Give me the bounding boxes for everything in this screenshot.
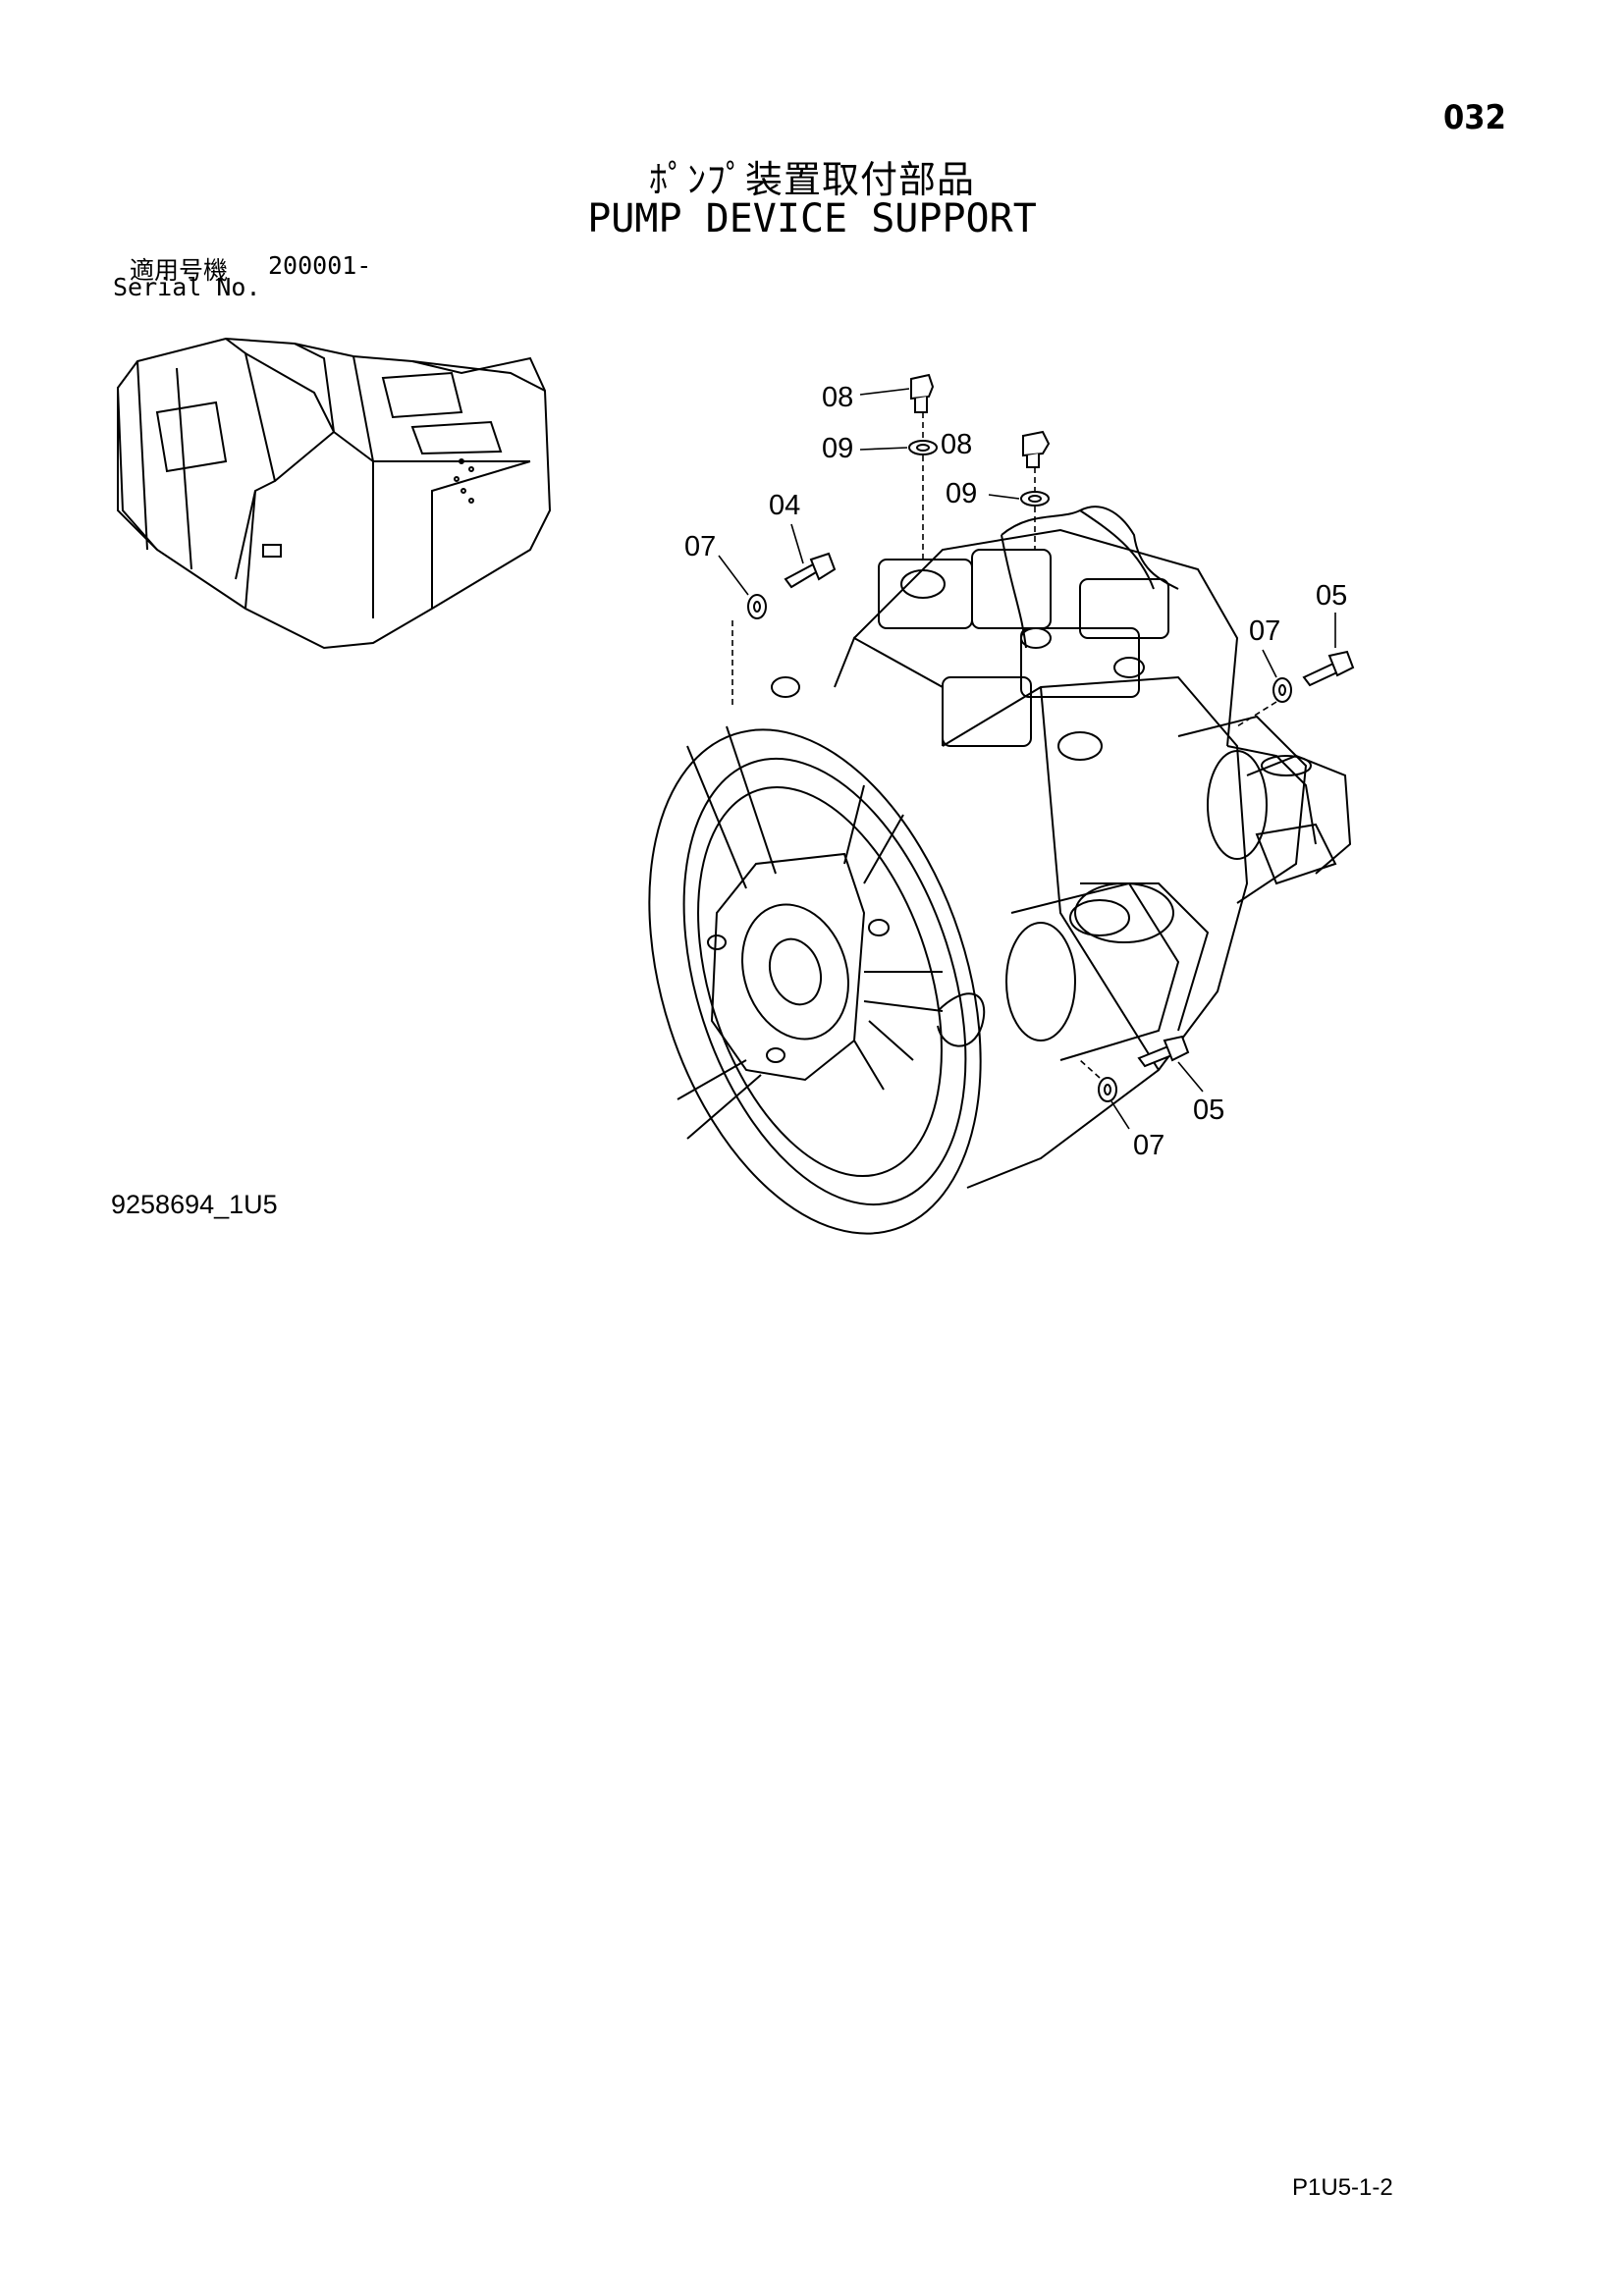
drawing-code: 9258694_1U5 <box>111 1190 278 1219</box>
callout-05-right: 05 <box>1316 580 1347 612</box>
sheet-code: P1U5-1-2 <box>1292 2174 1393 2201</box>
callout-04: 04 <box>769 490 800 521</box>
leader-lines <box>718 388 1336 1130</box>
excavator-outline-illustration <box>117 337 552 650</box>
washer-09-top <box>908 440 938 455</box>
washer-07-bottom <box>1098 1077 1117 1102</box>
callout-07-right: 07 <box>1249 615 1280 647</box>
serial-range: 200001- <box>268 251 372 280</box>
callout-05-bottom: 05 <box>1193 1095 1224 1126</box>
page-number: 032 <box>1443 98 1506 137</box>
page-title: PUMP DEVICE SUPPORT <box>587 196 1037 241</box>
bolt-08-top <box>910 373 935 413</box>
page-title-japanese: ﾎﾟﾝﾌﾟ装置取付部品 <box>648 158 975 201</box>
callout-07-left: 07 <box>684 531 716 562</box>
washer-07-right <box>1272 677 1292 703</box>
bolt-05-bottom <box>1137 1035 1190 1068</box>
callout-09-right: 09 <box>946 478 977 509</box>
bolt-08-right <box>1022 430 1051 468</box>
callout-09-top: 09 <box>822 433 853 464</box>
washer-09-right <box>1020 491 1050 507</box>
callout-07-bottom: 07 <box>1133 1130 1164 1161</box>
callout-08-top: 08 <box>822 382 853 413</box>
bolt-04 <box>784 552 837 589</box>
hardware-parts <box>747 373 1355 1102</box>
serial-label: Serial No. <box>113 273 261 301</box>
washer-07-left <box>747 594 767 619</box>
pump-assembly-illustration <box>648 506 1352 1235</box>
callout-08-right: 08 <box>941 429 972 460</box>
bolt-05-right <box>1302 650 1355 687</box>
serial-label-japanese: 適用号機 <box>130 256 229 285</box>
